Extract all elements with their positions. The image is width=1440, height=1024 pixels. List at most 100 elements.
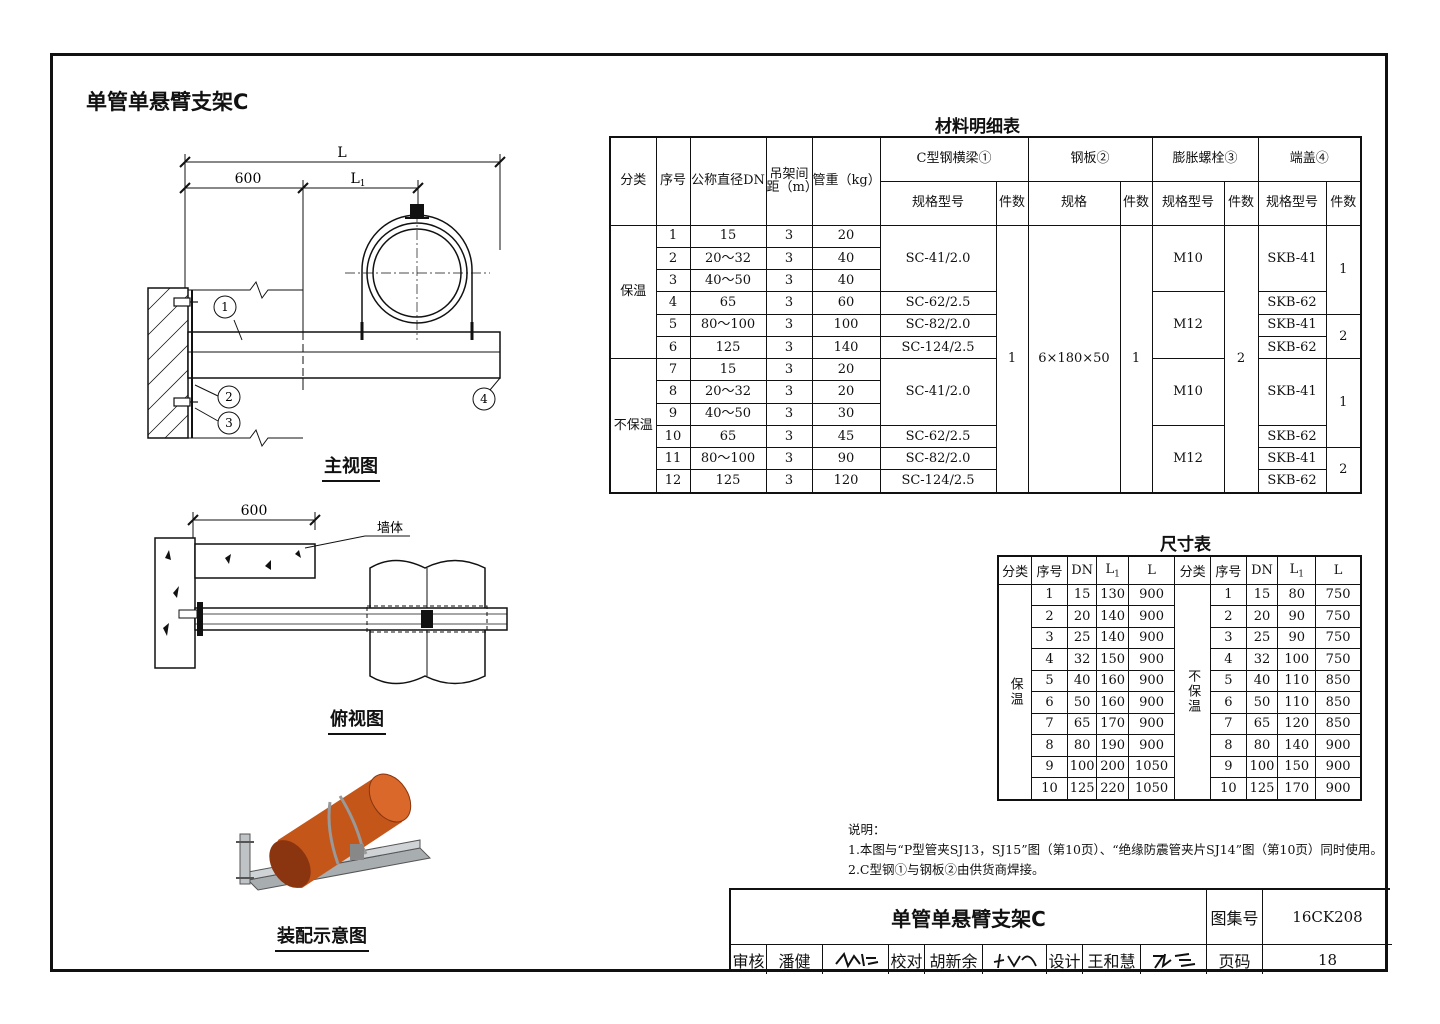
materials-title: 材料明细表	[935, 117, 1020, 137]
dimensions-title: 尺寸表	[1160, 535, 1211, 555]
dim-cell: 900	[1127, 712, 1176, 736]
dim-cell: 100	[1066, 755, 1098, 779]
mat-cell: 90	[811, 447, 881, 471]
mat-cell: 5	[655, 313, 691, 337]
dim-cell: 140	[1277, 734, 1317, 757]
dim-cell: 140	[1096, 605, 1129, 628]
mat-cell: 4	[655, 291, 691, 315]
mat-cell: SKB-41	[1257, 358, 1327, 426]
top-dim-600-label: 600	[241, 503, 268, 519]
dim-cell: 50	[1245, 691, 1279, 714]
top-view-caption: 俯视图	[328, 705, 386, 735]
mat-cell: 3	[765, 424, 813, 449]
dim-group-insulated: 保温	[997, 583, 1033, 801]
reviewer-signature	[823, 944, 889, 974]
note-item: 2.C型钢①与钢板②由供货商焊接。	[848, 862, 1045, 877]
callout-1: 1	[221, 300, 229, 314]
mat-sub-bolt-qty: 件数	[1223, 180, 1259, 226]
mat-head-beam: C型钢横梁①	[879, 136, 1029, 182]
mat-cell: 100	[811, 313, 881, 337]
mat-cell: 3	[765, 269, 813, 293]
mat-cell: SC-124/2.5	[879, 469, 997, 494]
title-block: 单管单悬臂支架C 图集号 16CK208 审核 潘健 校对 胡新余 设计 王和慧…	[729, 888, 1392, 974]
mat-cell: SC-82/2.0	[879, 313, 997, 337]
dim-cell: 900	[1127, 669, 1176, 693]
mat-head-plate: 钢板②	[1027, 136, 1153, 182]
dim-cell: 900	[1315, 755, 1362, 779]
mat-cell: 3	[765, 246, 813, 271]
mat-cell: 15	[689, 358, 767, 382]
checker-name: 胡新余	[925, 944, 983, 974]
mat-cell: 11	[655, 447, 691, 471]
mat-cell: 3	[655, 269, 691, 293]
dim-cell: 8	[1209, 734, 1247, 757]
dim-cell: 110	[1277, 669, 1317, 693]
mat-cell: 6×180×50	[1027, 224, 1121, 494]
front-view-caption: 主视图	[322, 452, 380, 482]
dim-cell: 6	[1209, 691, 1247, 714]
mat-cell: 6	[655, 335, 691, 360]
dim-cell: 140	[1096, 626, 1129, 650]
front-view-drawing: L 600 L1 1 2 3 4	[147, 145, 506, 448]
design-label: 设计	[1047, 944, 1083, 974]
mat-group-insulated: 保温	[609, 224, 657, 360]
dim-cell: 900	[1315, 734, 1362, 757]
mat-cell: 3	[765, 402, 813, 426]
dim-header-cell: 序号	[1209, 555, 1247, 585]
mat-cell: 30	[811, 402, 881, 426]
dim-cell: 750	[1315, 626, 1362, 650]
dim-cell: 25	[1245, 626, 1279, 650]
dim-cell: 100	[1245, 755, 1279, 779]
mat-sub-beam-model: 规格型号	[879, 180, 997, 226]
mat-cell: 8	[655, 380, 691, 404]
mat-cell: 80～100	[689, 313, 767, 337]
mat-cell: 20	[811, 358, 881, 382]
dim-cell: 170	[1277, 777, 1317, 801]
mat-sub-bolt-model: 规格型号	[1151, 180, 1225, 226]
mat-cell: M12	[1151, 291, 1225, 360]
mat-cell: 9	[655, 402, 691, 426]
dim-group-uninsulated: 不保温	[1174, 583, 1211, 801]
dim-cell: 90	[1277, 605, 1317, 628]
page-number: 18	[1263, 944, 1392, 974]
drawing-frame	[50, 53, 1388, 972]
dim-header-cell: L	[1315, 555, 1362, 585]
mat-sub-beam-qty: 件数	[995, 180, 1029, 226]
dim-cell: 15	[1245, 583, 1279, 607]
mat-cell: 3	[765, 224, 813, 248]
mat-cell: 40～50	[689, 269, 767, 293]
dim-cell: 190	[1096, 734, 1129, 757]
dim-header-cell: DN	[1245, 555, 1279, 585]
assembly-caption: 装配示意图	[275, 922, 369, 952]
dim-cell: 850	[1315, 691, 1362, 714]
dim-cell: 9	[1209, 755, 1247, 779]
dim-cell: 200	[1096, 755, 1129, 779]
title-block-name: 单管单悬臂支架C	[731, 890, 1207, 944]
mat-cell: 2	[1223, 224, 1259, 494]
dim-cell: 3	[1209, 626, 1247, 650]
atlas-number: 16CK208	[1292, 908, 1363, 926]
dim-header-cell: L	[1127, 555, 1176, 585]
mat-cell: 80～100	[689, 447, 767, 471]
mat-sub-plate-spec: 规格	[1027, 180, 1121, 226]
dim-cell: 80	[1277, 583, 1317, 607]
dim-cell: 160	[1096, 691, 1129, 714]
mat-cell: SC-41/2.0	[879, 224, 997, 293]
dim-header-cell: DN	[1066, 555, 1098, 585]
mat-cell: 10	[655, 424, 691, 449]
dim-cell: 750	[1315, 648, 1362, 671]
mat-cell: 125	[689, 469, 767, 494]
page-title: 单管单悬臂支架C	[86, 90, 249, 114]
dim-cell: 25	[1066, 626, 1098, 650]
mat-cell: 2	[1325, 313, 1362, 360]
dim-cell: 65	[1066, 712, 1098, 736]
mat-cell: 40	[811, 269, 881, 293]
mat-cell: SKB-62	[1257, 291, 1327, 315]
dim-cell: 1	[1031, 583, 1068, 607]
mat-cell: SC-41/2.0	[879, 358, 997, 426]
dim-cell: 15	[1066, 583, 1098, 607]
